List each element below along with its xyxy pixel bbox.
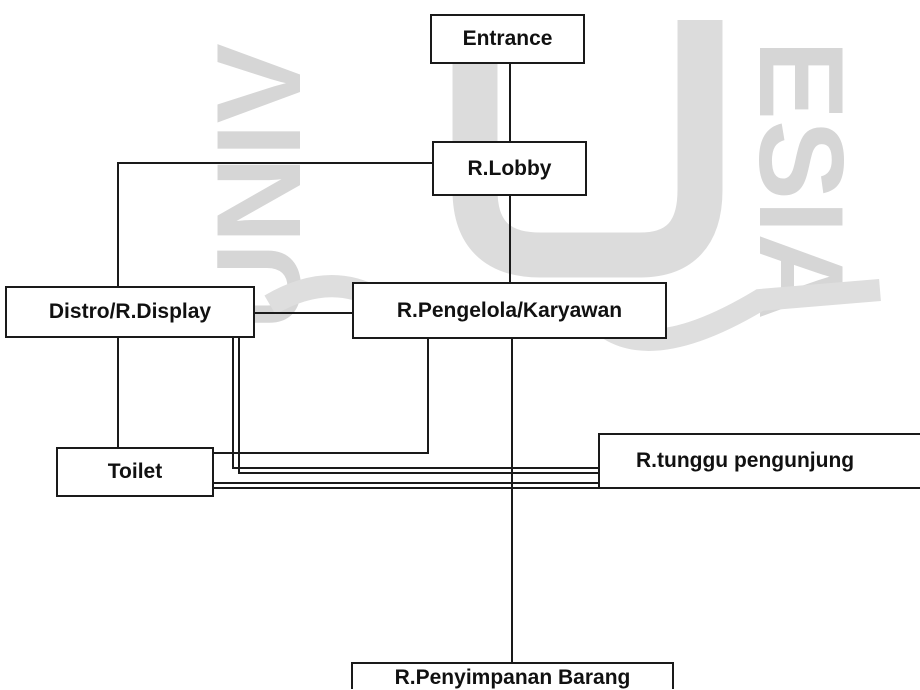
node-distro-display-label: Distro/R.Display [48,300,212,323]
node-penyimpanan-barang: R.Penyimpanan Barang [351,662,674,689]
node-distro-display: Distro/R.Display [5,286,255,338]
node-toilet: Toilet [56,447,214,497]
node-toilet-label: Toilet [107,460,163,483]
node-pengelola-karyawan-label: R.Pengelola/Karyawan [396,298,623,322]
watermark-emblem [452,20,723,278]
edge-distro-tunggu-2 [238,337,598,474]
watermark-right-text: ESIA [734,40,868,320]
edge-pengelola-toilet [214,338,429,454]
node-tunggu-pengunjung-label: R.tunggu pengunjung [636,449,855,472]
node-entrance: Entrance [430,14,585,64]
node-pengelola-karyawan: R.Pengelola/Karyawan [352,282,667,339]
edge-distro-tunggu-1 [232,337,598,469]
edge-lobby-distro [117,162,432,287]
node-tunggu-pengunjung: R.tunggu pengunjung [598,433,920,489]
node-penyimpanan-barang-label: R.Penyimpanan Barang [394,666,631,689]
node-lobby-label: R.Lobby [467,156,552,180]
node-entrance-label: Entrance [462,27,553,50]
node-lobby: R.Lobby [432,141,587,196]
